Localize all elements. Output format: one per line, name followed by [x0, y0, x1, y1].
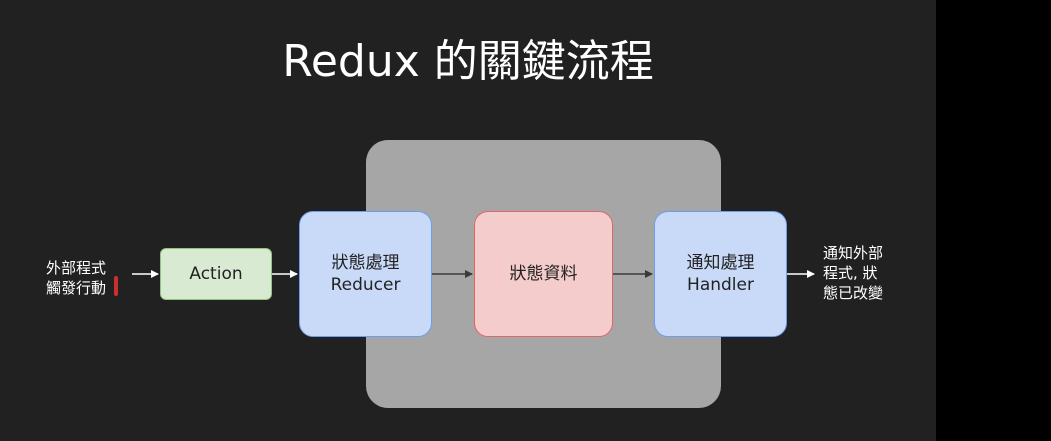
handler-box-label-zh: 通知處理	[686, 253, 755, 273]
result-text: 通知外部 程式, 狀 態已改變	[823, 243, 903, 303]
action-box: Action	[160, 248, 272, 300]
reducer-box-label-zh: 狀態處理	[331, 253, 400, 273]
handler-box-label-en: Handler	[687, 275, 754, 295]
handler-box: 通知處理 Handler	[654, 211, 787, 337]
reducer-box: 狀態處理 Reducer	[299, 211, 432, 337]
source-text-line-1: 外部程式	[46, 259, 107, 277]
state-box-label: 狀態資料	[509, 264, 578, 284]
source-text-line-2: 觸發行動	[46, 279, 107, 297]
cursor-marker	[114, 276, 118, 296]
result-text-line-2: 程式, 狀	[823, 264, 878, 282]
reducer-box-label-en: Reducer	[330, 275, 401, 295]
flow-arrows	[132, 270, 815, 278]
result-text-line-3: 態已改變	[823, 284, 884, 302]
result-text-line-1: 通知外部	[823, 244, 884, 262]
source-text: 外部程式 觸發行動	[46, 258, 126, 298]
state-box: 狀態資料	[474, 211, 613, 337]
action-box-label: Action	[189, 264, 243, 284]
slide-title: Redux 的關鍵流程	[282, 36, 654, 87]
slide: Redux 的關鍵流程 外部程式 觸發行動 Action 狀態處理 Reduce…	[0, 0, 936, 441]
